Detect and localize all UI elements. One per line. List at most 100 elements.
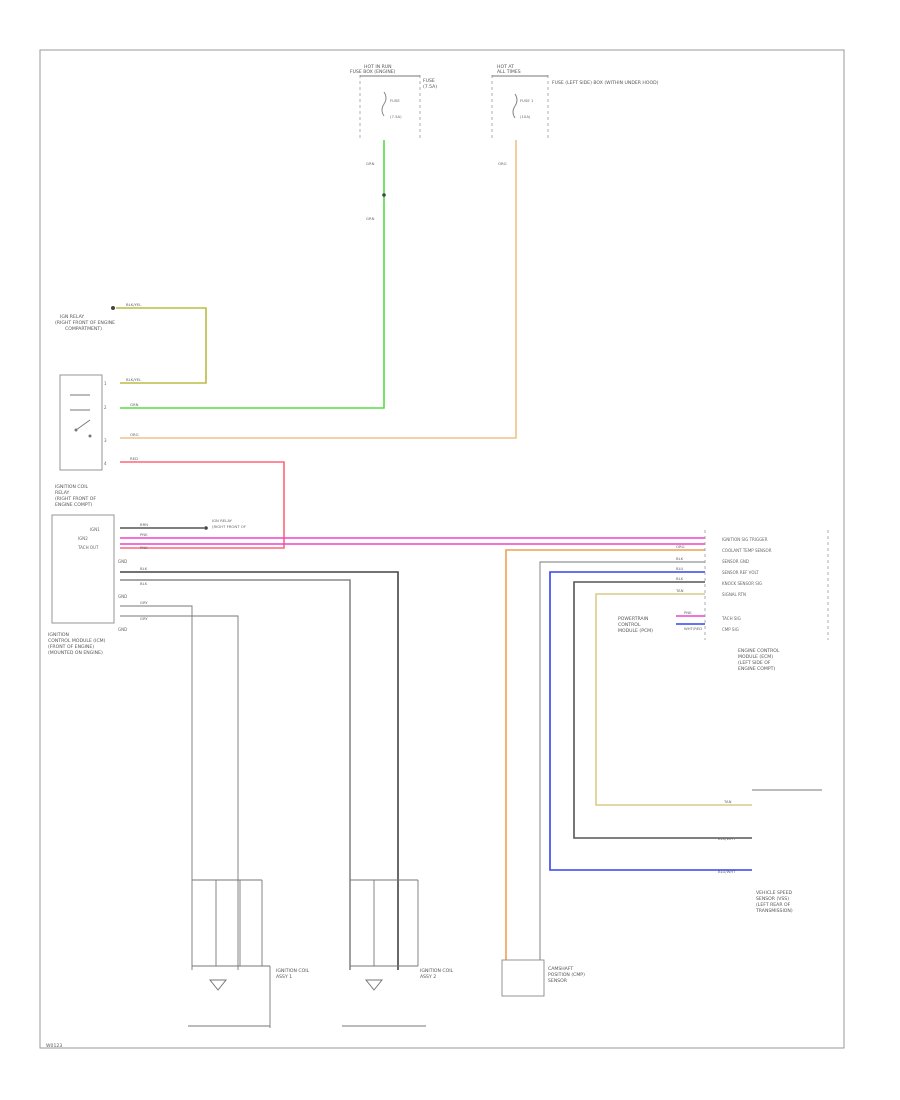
wire-red [120, 461, 285, 549]
svg-text:BLU/WHT: BLU/WHT [718, 869, 736, 874]
svg-text:IGNITION COIL: IGNITION COIL [276, 968, 310, 974]
camshaft-position-sensor: CAMSHAFT POSITION (CMP) SENSOR [501, 959, 585, 997]
svg-text:IGN RELAY: IGN RELAY [212, 518, 233, 523]
connector-dot [382, 193, 386, 197]
svg-text:WHT/RED: WHT/RED [684, 626, 702, 631]
svg-text:IGNITION: IGNITION [48, 632, 69, 638]
svg-text:(10A): (10A) [520, 114, 531, 119]
svg-text:(MOUNTED ON ENGINE): (MOUNTED ON ENGINE) [48, 650, 103, 656]
svg-text:FUSE BOX (ENGINE): FUSE BOX (ENGINE) [350, 69, 396, 75]
svg-text:HOT IN RUN: HOT IN RUN [364, 64, 392, 70]
wire-blue-ecm [549, 571, 752, 871]
svg-text:BLK/YEL: BLK/YEL [126, 377, 142, 382]
fuse-1-element [381, 91, 387, 117]
svg-text:SENSOR: SENSOR [548, 978, 568, 984]
relay-reference-label: IGN RELAY (RIGHT FRONT OF ENGINE COMPART… [55, 306, 115, 332]
svg-text:SIGNAL RTN: SIGNAL RTN [722, 592, 746, 597]
svg-text:ORG: ORG [676, 544, 685, 549]
svg-text:GRY: GRY [140, 616, 148, 621]
coil-b-symbol [364, 979, 384, 991]
svg-text:3: 3 [104, 438, 107, 443]
svg-text:BLK/YEL: BLK/YEL [126, 302, 142, 307]
svg-text:TACH SIG: TACH SIG [721, 616, 741, 621]
svg-text:GND: GND [118, 594, 127, 599]
svg-text:TRANSMISSION): TRANSMISSION) [755, 908, 793, 914]
svg-text:IGN RELAY: IGN RELAY [60, 314, 84, 320]
svg-text:HOT AT: HOT AT [497, 64, 514, 70]
svg-text:2: 2 [104, 405, 107, 410]
svg-text:CMP SIG: CMP SIG [722, 627, 739, 632]
svg-text:GND: GND [118, 559, 127, 564]
svg-text:ENGINE CONTROL: ENGINE CONTROL [738, 648, 780, 654]
wire-orange [120, 140, 517, 439]
svg-text:(LEFT SIDE OF: (LEFT SIDE OF [738, 660, 771, 666]
svg-text:POWERTRAIN: POWERTRAIN [618, 616, 648, 622]
ignition-coil-a: IGNITION COIL ASSY 1 [188, 879, 310, 1028]
wire-green [120, 140, 385, 409]
svg-text:IGNITION SIG TRIGGER: IGNITION SIG TRIGGER [722, 537, 768, 542]
svg-text:CONTROL MODULE (ICM): CONTROL MODULE (ICM) [48, 638, 106, 644]
vehicle-speed-sensor: VEHICLE SPEED SENSOR (VSS) (LEFT REAR OF… [752, 789, 822, 914]
svg-text:GRN: GRN [366, 161, 375, 166]
svg-text:FUSE: FUSE [390, 98, 400, 103]
svg-text:(7.5A): (7.5A) [390, 114, 402, 119]
figure-code: W0123 [46, 1043, 62, 1049]
svg-text:(FRONT OF ENGINE): (FRONT OF ENGINE) [48, 644, 94, 650]
svg-text:IGN1: IGN1 [90, 527, 100, 532]
engine-control-module: IGNITION SIG TRIGGER COOLANT TEMP SENSOR… [618, 530, 829, 672]
diagram-frame [39, 49, 845, 1049]
svg-text:BLK: BLK [140, 581, 148, 586]
svg-text:IGN2: IGN2 [78, 536, 88, 541]
wire-black-ecm [573, 581, 752, 839]
svg-text:PNK: PNK [140, 532, 148, 537]
svg-text:(RIGHT FRONT OF: (RIGHT FRONT OF [212, 524, 246, 529]
svg-text:BLK: BLK [140, 566, 148, 571]
svg-text:SENSOR (VSS): SENSOR (VSS) [756, 896, 789, 902]
svg-text:MODULE (PCM): MODULE (PCM) [618, 628, 653, 634]
svg-text:BLU: BLU [676, 566, 684, 571]
svg-text:ORG: ORG [498, 161, 507, 166]
svg-text:FUSE: FUSE [423, 78, 435, 84]
svg-text:FUSE (LEFT SIDE) BOX (WITHIN U: FUSE (LEFT SIDE) BOX (WITHIN UNDER HOOD) [552, 80, 659, 86]
svg-text:TAN: TAN [675, 588, 684, 593]
svg-text:ASSY 2: ASSY 2 [420, 974, 436, 980]
svg-text:KNOCK SENSOR SIG: KNOCK SENSOR SIG [722, 581, 762, 586]
wire-gray-2 [120, 615, 239, 970]
svg-text:GRY: GRY [140, 600, 148, 605]
wire-gray-ecm [539, 561, 705, 960]
wire-black-1 [120, 571, 399, 970]
svg-text:(7.5A): (7.5A) [423, 84, 437, 90]
svg-text:IGNITION COIL: IGNITION COIL [420, 968, 454, 974]
wire-gray-1 [120, 605, 193, 970]
svg-text:VEHICLE SPEED: VEHICLE SPEED [756, 890, 792, 896]
svg-text:ALL TIMES: ALL TIMES [497, 69, 521, 75]
svg-text:POSITION (CMP): POSITION (CMP) [548, 972, 585, 978]
wire-black-2 [120, 579, 351, 970]
svg-text:COMPARTMENT): COMPARTMENT) [65, 326, 102, 332]
svg-text:SENSOR REF VOLT: SENSOR REF VOLT [722, 570, 759, 575]
svg-text:4: 4 [104, 461, 107, 466]
svg-text:TAN: TAN [723, 799, 732, 804]
svg-text:ASSY 1: ASSY 1 [276, 974, 292, 980]
svg-text:RED: RED [130, 456, 138, 461]
fuse-block-1: HOT IN RUN FUSE BOX (ENGINE) FUSE (7.5A)… [350, 64, 437, 140]
svg-text:PNK: PNK [684, 610, 692, 615]
svg-text:(LEFT REAR OF: (LEFT REAR OF [756, 902, 791, 908]
svg-text:1: 1 [104, 381, 107, 386]
svg-text:MODULE (ECM): MODULE (ECM) [738, 654, 773, 660]
wire-orange-ecm [505, 549, 705, 960]
svg-text:ENGINE COMPT): ENGINE COMPT) [738, 666, 775, 672]
svg-text:BLK/WHT: BLK/WHT [718, 836, 736, 841]
svg-text:(RIGHT FRONT OF: (RIGHT FRONT OF [55, 496, 96, 502]
svg-text:SENSOR GND: SENSOR GND [722, 559, 749, 564]
svg-text:TACH OUT: TACH OUT [77, 545, 99, 550]
svg-text:CONTROL: CONTROL [618, 622, 641, 628]
svg-text:BRN: BRN [140, 522, 148, 527]
wire-olive [116, 307, 207, 384]
coil-a-symbol [208, 979, 228, 991]
svg-text:COOLANT TEMP SENSOR: COOLANT TEMP SENSOR [722, 548, 772, 553]
svg-text:CAMSHAFT: CAMSHAFT [548, 966, 573, 972]
wire-tan-ecm [595, 593, 752, 806]
svg-text:IGNITION COIL: IGNITION COIL [55, 484, 89, 490]
